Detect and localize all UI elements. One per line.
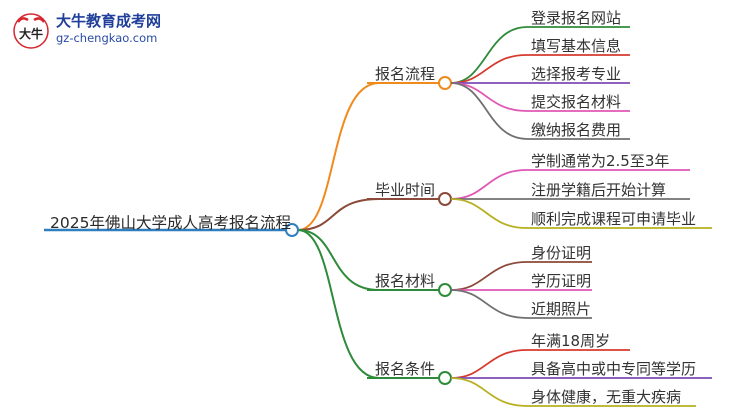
leaf-connector-1-2 xyxy=(450,198,712,229)
leaf-connector-3-2 xyxy=(450,377,696,407)
leaf-connector-0-4 xyxy=(450,82,630,140)
branch-label-2[interactable]: 报名材料 xyxy=(375,272,436,290)
leaf-connector-0-1 xyxy=(450,54,630,84)
leaf-label-3-1[interactable]: 具备高中或中专同等学历 xyxy=(531,360,697,378)
leaf-label-0-1[interactable]: 填写基本信息 xyxy=(531,37,622,55)
root-node-label[interactable]: 2025年佛山大学成人高考报名流程 xyxy=(50,214,291,232)
logo-title: 大牛教育成考网 xyxy=(56,12,162,30)
leaf-label-2-1[interactable]: 学历证明 xyxy=(531,272,592,290)
leaf-label-2-0[interactable]: 身份证明 xyxy=(531,244,592,262)
branch-label-3[interactable]: 报名条件 xyxy=(375,360,436,378)
leaf-label-1-1[interactable]: 注册学籍后开始计算 xyxy=(531,181,667,199)
branch-connector-0 xyxy=(297,82,439,231)
branch-node-3 xyxy=(438,371,452,385)
leaf-connector-2-0 xyxy=(450,261,592,291)
leaf-label-0-3[interactable]: 提交报名材料 xyxy=(531,93,622,111)
leaf-label-1-0[interactable]: 学制通常为2.5至3年 xyxy=(531,152,670,170)
logo-mark-text: 大牛 xyxy=(19,26,43,41)
leaf-label-0-2[interactable]: 选择报考专业 xyxy=(531,65,622,83)
branch-node-1 xyxy=(438,192,452,206)
branch-label-0[interactable]: 报名流程 xyxy=(375,65,436,83)
logo-url: gz-chengkao.com xyxy=(56,31,158,45)
branch-node-2 xyxy=(438,283,452,297)
leaf-label-1-2[interactable]: 顺利完成课程可申请毕业 xyxy=(531,210,697,228)
bull-logo-icon: 大牛 xyxy=(13,13,49,49)
leaf-label-2-2[interactable]: 近期照片 xyxy=(531,300,592,318)
branch-label-1[interactable]: 毕业时间 xyxy=(375,181,436,199)
leaf-connector-0-0 xyxy=(450,26,630,84)
leaf-label-0-0[interactable]: 登录报名网站 xyxy=(531,9,622,27)
leaf-label-3-0[interactable]: 年满18周岁 xyxy=(531,332,611,350)
leaf-label-0-4[interactable]: 缴纳报名费用 xyxy=(531,121,622,139)
leaf-label-3-2[interactable]: 身体健康，无重大疾病 xyxy=(531,388,682,406)
leaf-connector-0-3 xyxy=(450,82,630,112)
branch-node-0 xyxy=(438,76,452,90)
root-node xyxy=(285,223,299,237)
leaf-connector-1-0 xyxy=(450,169,690,200)
leaf-connector-3-0 xyxy=(450,349,630,379)
branch-connector-3 xyxy=(297,229,439,379)
site-logo[interactable]: 大牛 大牛教育成考网 gz-chengkao.com xyxy=(8,8,198,52)
leaf-connector-2-2 xyxy=(450,289,592,319)
branch-connector-1 xyxy=(297,198,439,231)
